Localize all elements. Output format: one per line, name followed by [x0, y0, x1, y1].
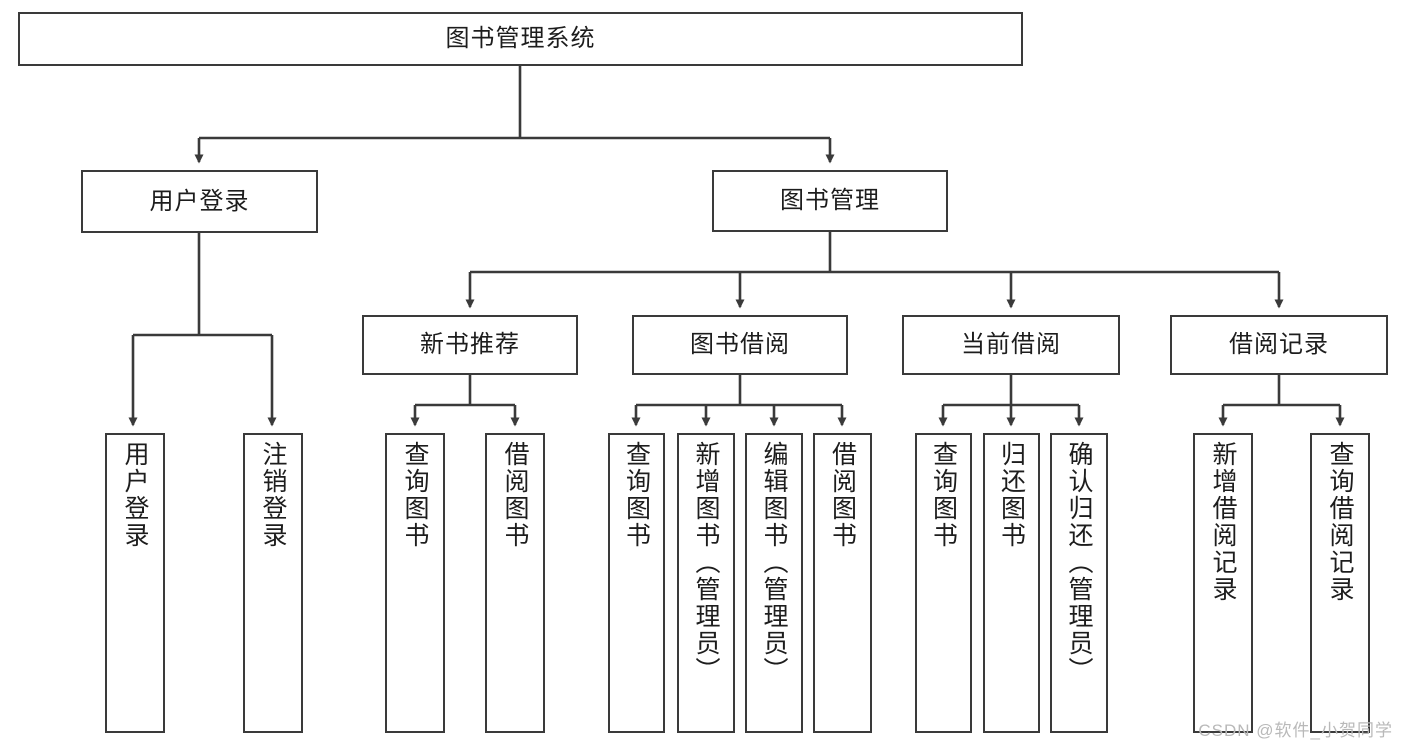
node-leaf-add-book-label: 新增图书（管理员）	[692, 441, 720, 684]
node-leaf-query-book-1-label: 查询图书	[401, 441, 429, 549]
node-leaf-add-record-label: 新增借阅记录	[1209, 441, 1237, 603]
node-leaf-borrow-book-2[interactable]: 借阅图书	[813, 433, 872, 733]
node-leaf-query-book-3[interactable]: 查询图书	[915, 433, 972, 733]
node-leaf-confirm-return-label: 确认归还（管理员）	[1065, 441, 1093, 684]
node-book-borrow[interactable]: 图书借阅	[632, 315, 848, 375]
node-root-label: 图书管理系统	[445, 25, 596, 53]
node-user-login[interactable]: 用户登录	[81, 170, 318, 233]
node-leaf-user-login[interactable]: 用户登录	[105, 433, 165, 733]
node-book-manage[interactable]: 图书管理	[712, 170, 948, 232]
node-leaf-borrow-book-2-label: 借阅图书	[828, 441, 857, 549]
node-leaf-query-record[interactable]: 查询借阅记录	[1310, 433, 1370, 733]
node-leaf-user-logout-label: 注销登录	[259, 441, 287, 549]
node-root[interactable]: 图书管理系统	[18, 12, 1023, 66]
node-book-manage-label: 图书管理	[780, 187, 880, 215]
node-leaf-return-book[interactable]: 归还图书	[983, 433, 1040, 733]
node-borrow-record[interactable]: 借阅记录	[1170, 315, 1388, 375]
node-leaf-borrow-book-1-label: 借阅图书	[501, 441, 529, 549]
node-leaf-query-book-3-label: 查询图书	[929, 441, 958, 549]
node-leaf-edit-book[interactable]: 编辑图书（管理员）	[745, 433, 803, 733]
node-leaf-confirm-return[interactable]: 确认归还（管理员）	[1050, 433, 1108, 733]
node-leaf-add-record[interactable]: 新增借阅记录	[1193, 433, 1253, 733]
node-leaf-return-book-label: 归还图书	[997, 441, 1026, 549]
node-leaf-query-book-2-label: 查询图书	[622, 441, 651, 549]
node-leaf-borrow-book-1[interactable]: 借阅图书	[485, 433, 545, 733]
node-leaf-edit-book-label: 编辑图书（管理员）	[760, 441, 788, 684]
node-leaf-add-book[interactable]: 新增图书（管理员）	[677, 433, 735, 733]
node-new-book-recommend-label: 新书推荐	[420, 331, 520, 359]
node-leaf-query-book-2[interactable]: 查询图书	[608, 433, 665, 733]
node-book-borrow-label: 图书借阅	[690, 331, 790, 359]
node-leaf-query-record-label: 查询借阅记录	[1326, 441, 1354, 603]
node-leaf-query-book-1[interactable]: 查询图书	[385, 433, 445, 733]
node-new-book-recommend[interactable]: 新书推荐	[362, 315, 578, 375]
watermark: CSDN @软件_小贺同学	[1198, 721, 1393, 740]
node-current-borrow[interactable]: 当前借阅	[902, 315, 1120, 375]
node-leaf-user-login-label: 用户登录	[121, 441, 149, 549]
node-borrow-record-label: 借阅记录	[1229, 331, 1329, 359]
node-user-login-label: 用户登录	[149, 187, 250, 215]
node-leaf-user-logout[interactable]: 注销登录	[243, 433, 303, 733]
node-current-borrow-label: 当前借阅	[961, 331, 1061, 359]
